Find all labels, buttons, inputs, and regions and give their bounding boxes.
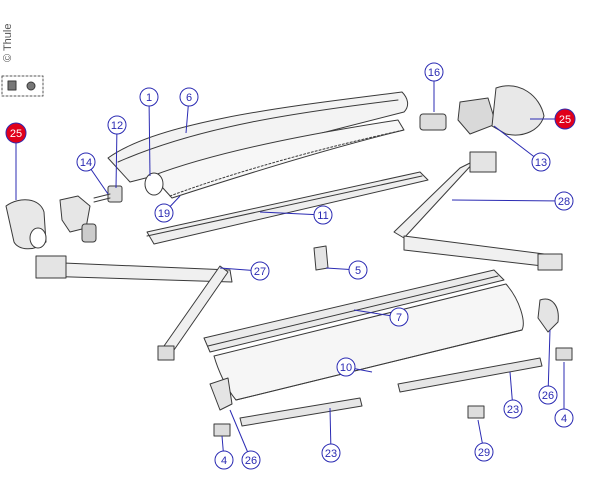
- callout-number: 16: [428, 67, 440, 79]
- callout: 6: [179, 87, 199, 107]
- callout-circle: [313, 205, 333, 225]
- callout-circle: [554, 191, 574, 211]
- callout: 23: [321, 443, 341, 463]
- part-fabric-tube: [144, 119, 405, 199]
- callout-number: 14: [80, 157, 92, 169]
- callout-highlighted: 25: [554, 108, 576, 130]
- callout-circle: [554, 108, 576, 130]
- callout: 26: [241, 450, 261, 470]
- part-roller-cover: [107, 91, 409, 183]
- callout-circle: [538, 385, 558, 405]
- callout-circle: [531, 152, 551, 172]
- callout-circle: [179, 87, 199, 107]
- leader-line: [148, 96, 151, 177]
- callout-number: 4: [221, 455, 227, 467]
- callout-circle: [107, 115, 127, 135]
- callout-number: 13: [535, 157, 547, 169]
- callout: 1: [139, 87, 159, 107]
- callout-number: 1: [146, 92, 152, 104]
- callout-circle: [554, 408, 574, 428]
- callout: 4: [554, 408, 574, 428]
- callout-number: 23: [507, 404, 519, 416]
- part-lower-bars: [239, 357, 543, 427]
- callout: 12: [107, 115, 127, 135]
- callout-circle: [348, 260, 368, 280]
- callout-circle: [250, 261, 270, 281]
- callout-number: 28: [558, 196, 570, 208]
- part-front-profile: [203, 269, 505, 353]
- callout-highlighted: 25: [5, 122, 27, 144]
- callout: 23: [503, 399, 523, 419]
- callout-circle: [389, 307, 409, 327]
- callout-number: 26: [245, 455, 257, 467]
- leader-line: [451, 199, 565, 202]
- callout: 10: [336, 357, 356, 377]
- callout-number: 26: [542, 390, 554, 402]
- callout: 13: [531, 152, 551, 172]
- callout-number: 19: [158, 208, 170, 220]
- callout-number: 29: [478, 447, 490, 459]
- callout-circle: [5, 122, 27, 144]
- part-left-drive: [59, 185, 123, 243]
- leader-line: [259, 211, 324, 216]
- part-right-arm: [393, 151, 563, 271]
- callout: 16: [424, 62, 444, 82]
- callout-number: 5: [355, 265, 361, 277]
- callout-circle: [76, 152, 96, 172]
- callout: 29: [474, 442, 494, 462]
- callout-circle: [503, 399, 523, 419]
- callout-circle: [139, 87, 159, 107]
- callout: 5: [348, 260, 368, 280]
- legend-icons: [1, 75, 44, 97]
- callout: 28: [554, 191, 574, 211]
- callout-circle: [336, 357, 356, 377]
- callout-number: 10: [340, 362, 352, 374]
- callout: 26: [538, 385, 558, 405]
- callout: 4: [214, 450, 234, 470]
- callout-number: 23: [325, 448, 337, 460]
- callout-number: 27: [254, 266, 266, 278]
- callout: 11: [313, 205, 333, 225]
- callout-number: 4: [561, 413, 567, 425]
- callout-circle: [424, 62, 444, 82]
- part-left-end-cap: [5, 199, 47, 250]
- callout-circle: [214, 450, 234, 470]
- part-right-drive: [419, 85, 545, 136]
- callout-number: 7: [396, 312, 402, 324]
- callout-circle: [241, 450, 261, 470]
- callout-circle: [474, 442, 494, 462]
- callout-circle: [154, 203, 174, 223]
- callout: 19: [154, 203, 174, 223]
- part-bracket: [313, 245, 329, 271]
- callout: 27: [250, 261, 270, 281]
- part-valance: [213, 283, 524, 401]
- leader-line: [115, 124, 118, 189]
- part-small-clips: [213, 347, 573, 437]
- callout: 14: [76, 152, 96, 172]
- callout-number: 6: [186, 92, 192, 104]
- callout: 7: [389, 307, 409, 327]
- callout-number: 11: [317, 210, 328, 222]
- part-lower-profile: [146, 171, 429, 245]
- leader-line: [493, 125, 542, 163]
- callout-circle: [321, 443, 341, 463]
- callout-number: 25: [559, 114, 571, 126]
- part-left-arm: [35, 255, 233, 361]
- callout-number: 25: [10, 128, 22, 140]
- callout-number: 12: [111, 120, 123, 132]
- leader-line: [547, 329, 551, 396]
